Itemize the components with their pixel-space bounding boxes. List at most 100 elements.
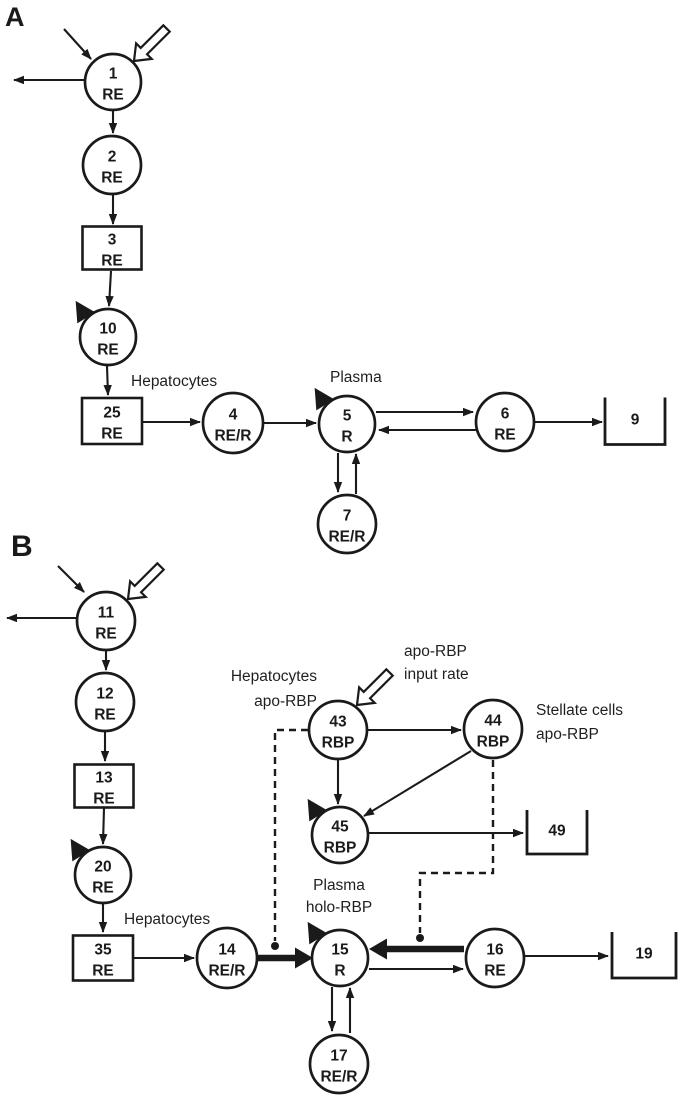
compartment-1-number: 1	[109, 66, 118, 83]
compartment-7-circle	[316, 493, 378, 555]
compartment-7-number: 7	[343, 508, 352, 525]
compartment-20-label: RE	[92, 880, 114, 897]
compartment-15-circle	[310, 928, 370, 988]
compartment-20-number: 20	[94, 859, 111, 876]
control-dashed-44-dot	[416, 934, 424, 942]
tracer-input-open-arrow-11	[126, 561, 166, 601]
compartment-10-triangle-marker-icon	[75, 300, 96, 324]
compartment-43-label: RBP	[322, 735, 355, 752]
control-dashed-44	[418, 760, 495, 933]
compartment-14-number: 14	[218, 942, 236, 959]
compartment-3-label: RE	[101, 253, 123, 270]
flow-13-20	[99, 807, 108, 845]
flow-44-45	[363, 750, 472, 817]
compartment-16-circle	[464, 927, 526, 989]
compartment-4-label: RE/R	[214, 428, 251, 445]
compartment-35-box	[71, 934, 135, 982]
compartment-5-triangle-marker-icon	[314, 387, 335, 411]
compartment-13-box	[73, 763, 135, 809]
label-plasma-a-line1: Plasma	[330, 369, 382, 386]
control-dashed-43	[273, 728, 308, 941]
compartment-11-circle	[75, 590, 137, 652]
compartment-10-circle	[78, 307, 138, 367]
compartment-44-circle	[462, 698, 524, 760]
compartment-3-number: 3	[108, 232, 117, 249]
compartment-11-number: 11	[98, 605, 115, 622]
compartment-17-number: 17	[330, 1048, 347, 1065]
bold-flow-14-15-head	[295, 947, 313, 969]
compartment-25-label: RE	[101, 426, 123, 443]
label-apo-rbp-input-rate-line1: apo-RBP	[404, 643, 467, 660]
compartment-25-number: 25	[103, 405, 121, 422]
compartment-11-label: RE	[95, 626, 117, 643]
compartment-19-sink	[610, 932, 678, 980]
compartment-9-sink	[603, 397, 667, 446]
compartment-7-label: RE/R	[328, 529, 365, 546]
compartment-20-triangle-marker-icon	[70, 838, 91, 862]
compartment-10-label: RE	[97, 342, 119, 359]
label-hepatocytes-b-line1: Hepatocytes	[124, 911, 210, 928]
compartment-35-label: RE	[92, 963, 114, 980]
compartment-13-label: RE	[93, 791, 115, 808]
compartment-15-number: 15	[331, 942, 349, 959]
compartment-6-number: 6	[501, 406, 510, 423]
panel-B: 11RE12RE13RE20RE35RE14RE/R15R16RE1917RE/…	[6, 530, 678, 1095]
compartment-13-number: 13	[95, 770, 113, 787]
compartment-45-number: 45	[331, 819, 349, 836]
compartment-6-circle	[474, 391, 536, 453]
label-hepatocytes-apo-rbp-line1: Hepatocytes	[231, 668, 317, 685]
compartment-6-label: RE	[494, 427, 516, 444]
compartment-43-circle	[307, 699, 369, 761]
compartment-12-circle	[74, 671, 136, 733]
compartment-15-triangle-marker-icon	[307, 921, 328, 945]
compartment-19-number: 19	[635, 946, 653, 963]
compartment-25-box	[80, 396, 144, 446]
panel-letter-A: A	[5, 2, 25, 32]
compartment-2-number: 2	[108, 149, 117, 166]
compartment-17-label: RE/R	[320, 1069, 357, 1086]
compartment-45-triangle-marker-icon	[307, 798, 328, 822]
label-plasma-holo-rbp-line2: holo-RBP	[306, 899, 372, 916]
bold-flow-16-15-head	[369, 938, 387, 960]
compartment-17-circle	[308, 1033, 370, 1095]
compartment-15-label: R	[334, 963, 345, 980]
compartment-44-number: 44	[484, 713, 502, 730]
label-apo-rbp-input-rate-line2: input rate	[404, 666, 469, 683]
compartment-49-number: 49	[548, 823, 566, 840]
compartment-4-number: 4	[229, 407, 238, 424]
label-stellate-cells-line1: Stellate cells	[536, 702, 623, 719]
compartment-5-label: R	[341, 429, 352, 446]
compartment-20-circle	[73, 845, 133, 905]
compartment-5-number: 5	[343, 408, 352, 425]
compartment-45-label: RBP	[324, 840, 357, 857]
compartment-4-circle	[201, 391, 265, 455]
label-hepatocytes-apo-rbp-line2: apo-RBP	[254, 693, 317, 710]
compartment-1-label: RE	[102, 87, 124, 104]
compartment-16-label: RE	[484, 963, 506, 980]
compartment-14-label: RE/R	[208, 963, 245, 980]
compartment-2-label: RE	[101, 170, 123, 187]
panel-letter-B: B	[11, 530, 33, 563]
compartment-49-sink	[525, 810, 589, 856]
compartment-44-label: RBP	[477, 734, 510, 751]
input-arrow-into-11	[57, 565, 85, 593]
flow-10-25	[103, 365, 112, 396]
compartment-43-number: 43	[329, 714, 347, 731]
compartment-35-number: 35	[94, 942, 112, 959]
compartment-16-number: 16	[486, 942, 504, 959]
apo-rbp-input-open-arrow-43	[355, 667, 395, 707]
compartment-2-circle	[81, 134, 143, 196]
compartment-9-number: 9	[631, 412, 640, 429]
compartment-12-number: 12	[96, 686, 113, 703]
compartment-1-circle	[83, 52, 143, 112]
compartment-45-circle	[310, 805, 370, 865]
label-stellate-cells-line2: apo-RBP	[536, 726, 599, 743]
control-dashed-43-dot	[271, 942, 279, 950]
compartment-10-number: 10	[99, 321, 116, 338]
compartment-12-label: RE	[94, 707, 116, 724]
label-plasma-holo-rbp-line1: Plasma	[313, 877, 365, 894]
tracer-input-open-arrow-1	[132, 23, 172, 63]
label-hepatocytes-a-line1: Hepatocytes	[131, 373, 217, 390]
